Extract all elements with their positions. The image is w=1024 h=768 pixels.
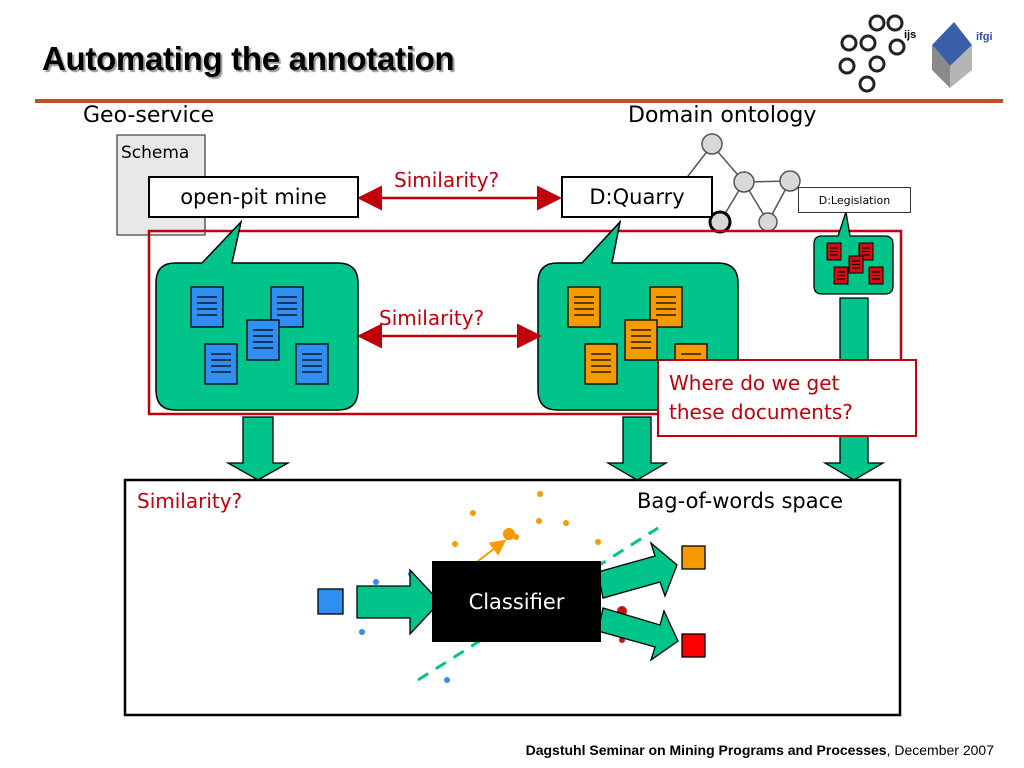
- classifier-output-arrow-bottom: [597, 607, 679, 662]
- footer: Dagstuhl Seminar on Mining Programs and …: [526, 742, 994, 758]
- footer-seminar: Dagstuhl Seminar on Mining Programs and …: [525, 742, 887, 758]
- question-line-1: Where do we get: [669, 371, 840, 395]
- down-arrow-middle: [605, 416, 669, 481]
- ijs-logo-icon: [838, 14, 906, 93]
- classifier-output-arrow-top: [597, 541, 678, 599]
- ifgi-logo-text: ifgi: [976, 31, 993, 43]
- schema-label: Schema: [121, 143, 190, 163]
- decision-boundary: [417, 526, 659, 682]
- legislation-concept-box: D:Legislation: [798, 187, 911, 213]
- legislation-documents-bubble: [813, 211, 894, 295]
- domain-ontology-label: Domain ontology: [628, 103, 817, 128]
- logos: [838, 14, 972, 93]
- down-arrow-left: [225, 416, 291, 481]
- bag-of-words-label: Bag-of-words space: [637, 489, 844, 513]
- geo-service-label: Geo-service: [83, 103, 215, 128]
- footer-date: , December 2007: [886, 742, 994, 758]
- question-box: Where do we get these documents?: [657, 359, 917, 437]
- target-concept-box: D:Quarry: [561, 176, 713, 218]
- output-orange-square: [681, 545, 706, 570]
- top-similarity-label: Similarity?: [394, 168, 500, 192]
- bottom-similarity-label: Similarity?: [137, 489, 243, 513]
- input-document-square: [317, 588, 344, 615]
- geo-documents-bubble: [155, 219, 359, 411]
- ifgi-logo-icon: [932, 22, 972, 88]
- output-red-square: [681, 633, 706, 658]
- documents-frame: [147, 229, 903, 416]
- ijs-logo-text: ijs: [904, 29, 917, 41]
- classifier-box: Classifier: [432, 561, 601, 642]
- middle-similarity-label: Similarity?: [379, 306, 485, 330]
- question-line-2: these documents?: [669, 400, 853, 424]
- classifier-input-arrow: [356, 568, 441, 636]
- source-term-box: open-pit mine: [148, 176, 359, 218]
- title-divider: [35, 99, 1003, 103]
- slide-title: Automating the annotation: [42, 40, 455, 77]
